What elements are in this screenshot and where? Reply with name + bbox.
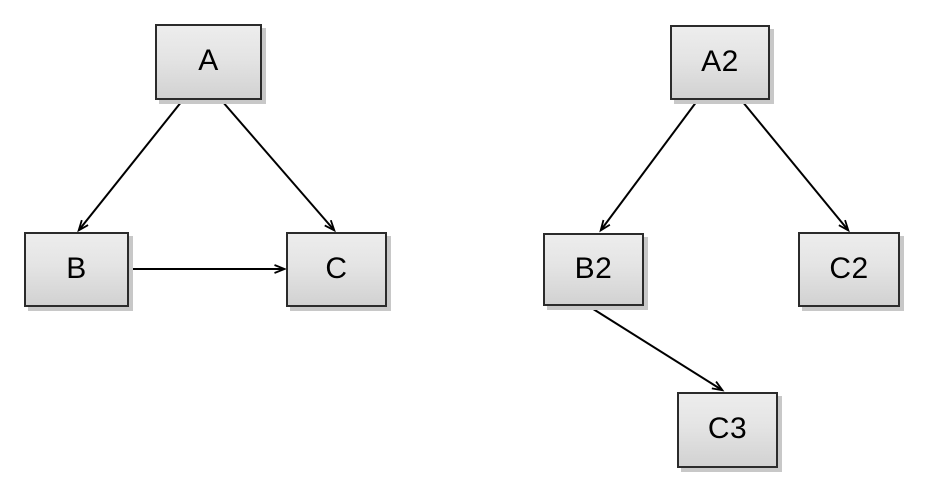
node-a[interactable]: A — [155, 24, 262, 100]
node-label-a: A — [198, 44, 219, 77]
edge-a2-to-c2 — [741, 100, 850, 233]
node-b[interactable]: B — [24, 232, 129, 307]
node-c2[interactable]: C2 — [798, 232, 900, 307]
node-c3[interactable]: C3 — [677, 392, 778, 468]
edge-a-to-c — [221, 100, 336, 233]
node-label-a2: A2 — [701, 44, 739, 78]
node-c[interactable]: C — [286, 232, 387, 307]
node-label-c: C — [325, 251, 348, 285]
edge-a-to-b — [77, 100, 183, 233]
edge-b2-to-c3 — [589, 306, 725, 392]
edge-group — [77, 100, 850, 392]
node-b2[interactable]: B2 — [543, 233, 644, 306]
node-label-c2: C2 — [829, 251, 869, 285]
node-label-b: B — [66, 251, 87, 285]
node-a2[interactable]: A2 — [670, 25, 770, 100]
node-label-b2: B2 — [574, 251, 613, 285]
edge-a2-to-b2 — [599, 100, 698, 233]
node-label-c3: C3 — [707, 412, 748, 445]
